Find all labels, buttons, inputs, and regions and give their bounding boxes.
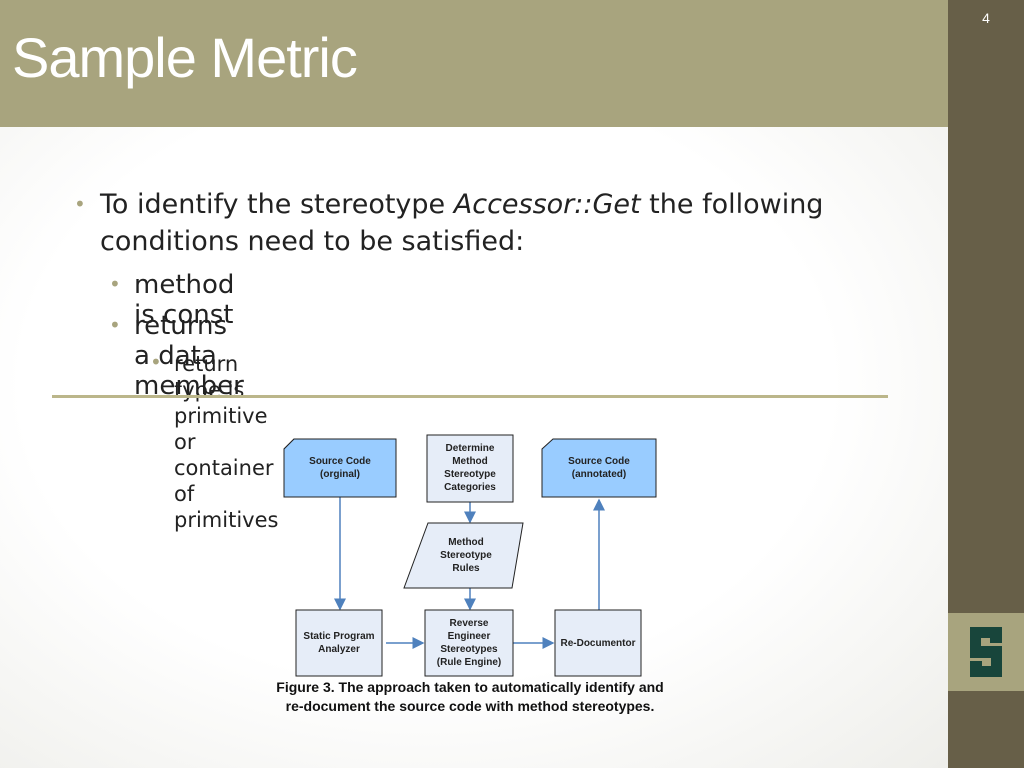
- node-label: Stereotype: [444, 469, 496, 480]
- node-label: Stereotypes: [440, 644, 498, 655]
- node-label: (orginal): [320, 469, 360, 480]
- node-label: Analyzer: [318, 644, 360, 655]
- node-label: Source Code: [309, 456, 371, 467]
- bullet-level2: returns a data member: [134, 311, 244, 401]
- node-label: Categories: [444, 482, 496, 493]
- bullet-emphasis: Accessor::Get: [453, 189, 641, 220]
- node-label: Determine: [446, 443, 495, 454]
- bullet-level1: To identify the stereotype Accessor::Get…: [100, 186, 860, 260]
- bullet-level3: return type is primitive or container of…: [174, 352, 279, 532]
- bullet-dot: •: [150, 350, 162, 374]
- bullet-text: the following conditions need to be sati…: [100, 189, 824, 257]
- source-code-original-box: Source Code (orginal): [283, 438, 397, 498]
- bullet-text: To identify the stereotype: [100, 189, 454, 220]
- static-program-analyzer-box: Static Program Analyzer: [295, 609, 383, 677]
- title-bar: Sample Metric: [0, 0, 948, 127]
- reverse-engineer-box: Reverse Engineer Stereotypes (Rule Engin…: [424, 609, 514, 677]
- flow-diagram: Source Code (orginal) Determine Method S…: [283, 434, 657, 677]
- divider-line: [52, 395, 888, 398]
- node-label: Method: [452, 456, 488, 467]
- bullet-dot: •: [74, 192, 86, 216]
- bullet-dot: •: [109, 313, 121, 337]
- node-label: Source Code: [568, 456, 630, 467]
- logo-box: [948, 613, 1024, 691]
- bullet-level2: method is const: [134, 270, 235, 330]
- determine-categories-box: Determine Method Stereotype Categories: [426, 434, 514, 503]
- node-label: (Rule Engine): [437, 657, 501, 668]
- node-label: Rules: [452, 563, 480, 574]
- re-documentor-box: Re-Documentor: [554, 609, 642, 677]
- method-stereotype-rules-box: Method Stereotype Rules: [403, 522, 524, 589]
- node-label: (annotated): [572, 469, 626, 480]
- slide-title: Sample Metric: [12, 26, 358, 89]
- slide-number: 4: [982, 10, 990, 26]
- node-label: Stereotype: [440, 550, 492, 561]
- node-label: Engineer: [448, 631, 491, 642]
- bullet-dot: •: [109, 272, 121, 296]
- spartan-s-logo-icon: [970, 627, 1002, 677]
- figure-caption: Figure 3. The approach taken to automati…: [276, 679, 664, 714]
- node-label: Re-Documentor: [560, 638, 635, 649]
- node-label: Method: [448, 537, 484, 548]
- node-label: Static Program: [303, 631, 374, 642]
- node-label: Reverse: [450, 618, 489, 629]
- source-code-annotated-box: Source Code (annotated): [541, 438, 657, 498]
